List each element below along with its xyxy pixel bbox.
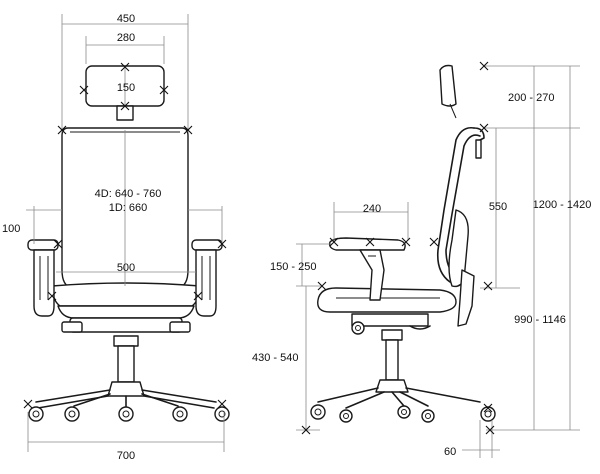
label-backrest-height-4d: 4D: 640 - 760 bbox=[95, 188, 162, 200]
dim-overall-width: 450 bbox=[61, 13, 189, 132]
label-overall-width: 450 bbox=[117, 13, 135, 25]
side-view: 200 - 270 550 1200 - 1420 990 - 1146 240 bbox=[252, 61, 592, 458]
dim-base-diameter: 700 bbox=[27, 412, 225, 462]
dim-armrest-depth: 240 bbox=[333, 202, 409, 240]
dim-castor-offset: 60 bbox=[444, 420, 500, 458]
dim-overall-height: 1200 - 1420 bbox=[533, 66, 592, 430]
dim-headrest-width: 280 bbox=[85, 32, 165, 64]
armrest-right-front bbox=[191, 239, 223, 317]
dim-backrest-height-side: 550 bbox=[480, 128, 520, 289]
label-armrest-height-adjust: 150 - 250 bbox=[270, 261, 316, 273]
seat-side bbox=[317, 287, 457, 335]
headrest-side bbox=[439, 64, 457, 119]
measure-crosses-front bbox=[23, 62, 227, 409]
castors-side bbox=[310, 404, 496, 423]
label-backrest-height-1d: 1D: 660 bbox=[109, 202, 148, 214]
dim-height-without-headrest: 990 - 1146 bbox=[514, 128, 566, 430]
label-headrest-adjust: 200 - 270 bbox=[508, 92, 554, 104]
measure-crosses-side bbox=[301, 61, 495, 435]
backrest-side bbox=[436, 126, 485, 327]
label-seat-width: 500 bbox=[117, 262, 135, 274]
armrest-left-front bbox=[27, 239, 59, 317]
dim-armrest-height-adjust: 150 - 250 bbox=[270, 243, 332, 287]
seat-front bbox=[51, 282, 201, 333]
label-headrest-width: 280 bbox=[117, 32, 135, 44]
label-armrest-depth: 240 bbox=[363, 203, 381, 215]
dim-seat-width: 500 bbox=[56, 262, 196, 274]
dim-armrest-height: 100 bbox=[2, 206, 223, 244]
base-front bbox=[35, 335, 217, 409]
front-view: 450 280 150 4D: 640 - 760 1D: 660 100 bbox=[2, 13, 230, 462]
label-seat-height: 430 - 540 bbox=[252, 352, 298, 364]
label-base-diameter: 700 bbox=[117, 450, 135, 462]
dim-headrest-adjust: 200 - 270 bbox=[484, 65, 580, 129]
label-armrest-height: 100 bbox=[2, 223, 20, 235]
label-castor-offset: 60 bbox=[444, 446, 456, 458]
label-backrest-height-side: 550 bbox=[489, 201, 507, 213]
dim-headrest-height: 150 bbox=[117, 66, 135, 106]
dim-seat-height: 430 - 540 bbox=[252, 286, 320, 431]
label-headrest-height: 150 bbox=[117, 82, 135, 94]
castors-front bbox=[28, 406, 230, 422]
label-overall-height: 1200 - 1420 bbox=[533, 199, 592, 211]
base-side bbox=[317, 329, 481, 409]
label-height-without-headrest: 990 - 1146 bbox=[514, 314, 566, 326]
